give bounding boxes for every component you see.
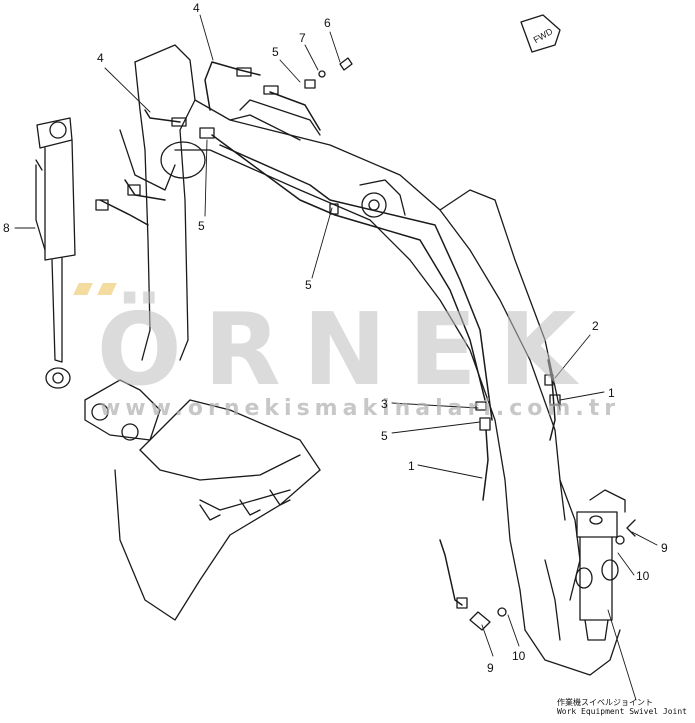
callout-6: 6 xyxy=(324,16,331,30)
callout-5: 5 xyxy=(305,278,312,292)
boom xyxy=(119,44,566,591)
fwd-arrow xyxy=(520,14,561,53)
callout-2: 2 xyxy=(592,319,599,333)
callout-10: 10 xyxy=(512,649,526,663)
callout-9: 9 xyxy=(487,661,494,675)
leader-lines xyxy=(14,14,658,701)
swivel-joint xyxy=(469,489,636,641)
callout-10: 10 xyxy=(636,569,650,583)
bucket-cylinder xyxy=(35,117,76,389)
callout-9: 9 xyxy=(661,541,668,555)
callout-4: 4 xyxy=(193,1,200,15)
bucket xyxy=(84,379,321,621)
callout-5: 5 xyxy=(272,45,279,59)
callout-3: 3 xyxy=(381,397,388,411)
callout-1: 1 xyxy=(608,386,615,400)
callout-4: 4 xyxy=(97,51,104,65)
caption-japanese: 作業機スイベルジョイント xyxy=(556,697,653,707)
callout-5: 5 xyxy=(381,429,388,443)
callout-1: 1 xyxy=(408,459,415,473)
fittings xyxy=(95,57,561,609)
fwd-label: FWD xyxy=(532,26,555,45)
callout-7: 7 xyxy=(299,31,306,45)
caption-english: Work Equipment Swivel Joint xyxy=(556,706,687,716)
hoses xyxy=(99,61,556,606)
arm xyxy=(439,189,621,676)
callout-8: 8 xyxy=(3,221,10,235)
callout-5: 5 xyxy=(198,219,205,233)
swivel-joint-caption: 作業機スイベルジョイント Work Equipment Swivel Joint xyxy=(557,698,687,716)
